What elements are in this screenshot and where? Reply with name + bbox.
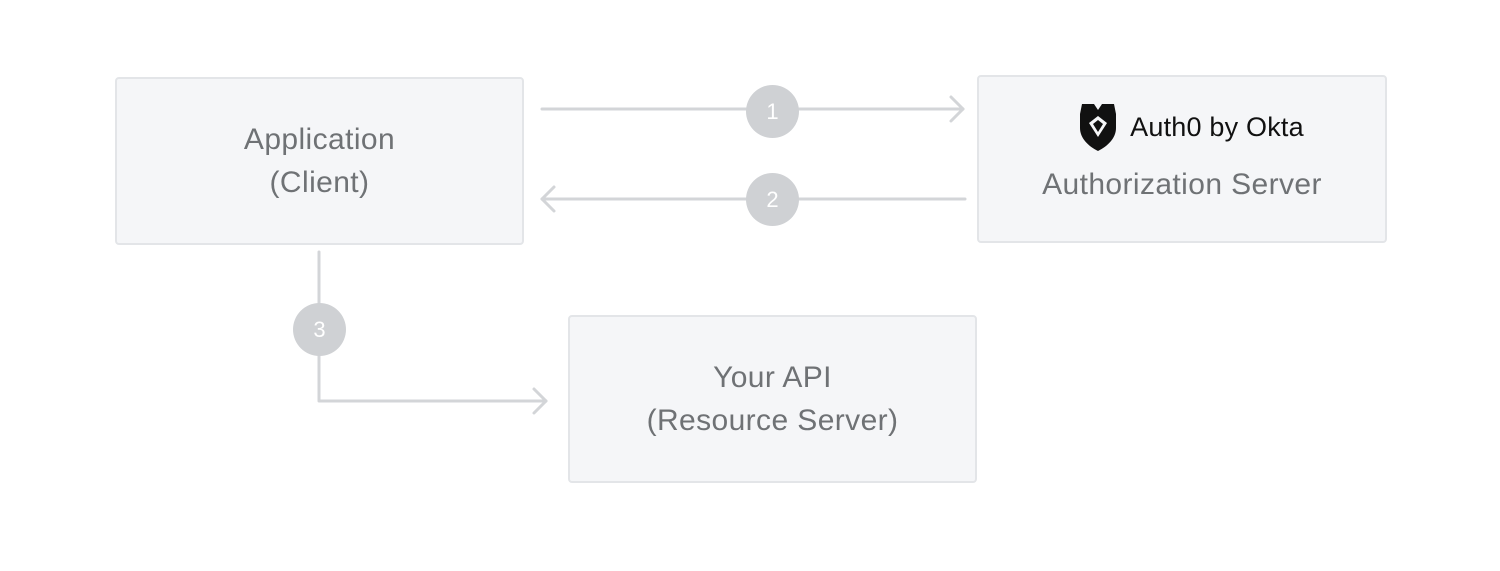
step-badge-2: 2 bbox=[746, 173, 799, 226]
arrow-client-to-api bbox=[317, 250, 548, 403]
step-badge-3: 3 bbox=[293, 303, 346, 356]
authorization-server-box: Auth0 by Okta Authorization Server bbox=[977, 75, 1387, 243]
step-badge-1: 1 bbox=[746, 85, 799, 138]
authorization-server-label: Authorization Server bbox=[1042, 168, 1322, 201]
auth0-shield-icon bbox=[1080, 104, 1117, 151]
client-application-box: Application (Client) bbox=[115, 77, 524, 245]
client-subtitle: (Client) bbox=[269, 166, 370, 199]
brand-name: Auth0 by Okta bbox=[1130, 112, 1304, 142]
api-title: Your API bbox=[713, 361, 832, 394]
arrow-client-to-api-head bbox=[532, 387, 548, 415]
arrow-client-to-auth-head bbox=[949, 95, 965, 123]
client-title: Application bbox=[243, 123, 396, 156]
api-subtitle: (Resource Server) bbox=[646, 404, 899, 437]
auth0-brand: Auth0 by Okta bbox=[1078, 101, 1304, 153]
resource-server-box: Your API (Resource Server) bbox=[568, 315, 977, 483]
arrow-auth-to-client-head bbox=[540, 185, 556, 213]
